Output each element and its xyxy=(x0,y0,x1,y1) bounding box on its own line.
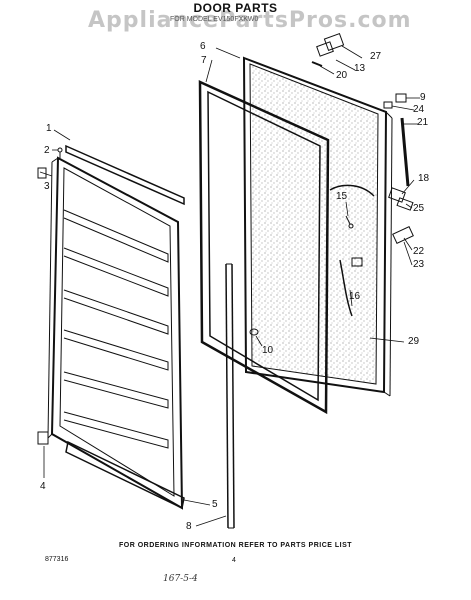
callout-13: 13 xyxy=(354,63,366,74)
small-parts xyxy=(37,32,414,445)
callout-6: 6 xyxy=(200,41,206,52)
bottom-trim-strip xyxy=(65,440,185,510)
diagram-title: DOOR PARTS xyxy=(193,1,278,15)
diagram-part-number: 877316 xyxy=(45,556,69,563)
callout-5: 5 xyxy=(212,499,218,510)
ordering-footer-note: FOR ORDERING INFORMATION REFER TO PARTS … xyxy=(118,542,353,549)
outer-door-panel xyxy=(242,56,393,397)
breaker-strip xyxy=(225,263,235,529)
callout-1: 1 xyxy=(46,123,52,134)
callout-4: 4 xyxy=(40,481,46,492)
callout-16: 16 xyxy=(349,291,361,302)
page-number: 4 xyxy=(232,557,236,564)
callout-10: 10 xyxy=(262,345,274,356)
door-gasket xyxy=(198,80,330,415)
callout-leader-lines xyxy=(39,45,420,527)
model-subtitle: FOR MODEL EV150FXKW0 xyxy=(170,16,259,23)
callout-3: 3 xyxy=(44,181,50,192)
callout-8: 8 xyxy=(186,521,192,532)
callout-23: 23 xyxy=(413,259,425,270)
door-liner xyxy=(47,156,184,510)
callout-29: 29 xyxy=(408,336,420,347)
callout-15: 15 xyxy=(336,191,348,202)
top-trim-strip xyxy=(65,144,185,206)
callout-25: 25 xyxy=(413,203,425,214)
watermark: AppliancePartsPros.com xyxy=(88,8,412,33)
callout-22: 22 xyxy=(413,246,425,257)
callout-9: 9 xyxy=(420,92,426,103)
callout-7: 7 xyxy=(201,55,207,66)
callout-2: 2 xyxy=(44,145,50,156)
callout-24: 24 xyxy=(413,104,425,115)
callout-18: 18 xyxy=(418,173,430,184)
callout-21: 21 xyxy=(417,117,429,128)
handwritten-note: 167-5-4 xyxy=(163,574,198,584)
callout-20: 20 xyxy=(336,70,348,81)
callout-27: 27 xyxy=(370,51,382,62)
